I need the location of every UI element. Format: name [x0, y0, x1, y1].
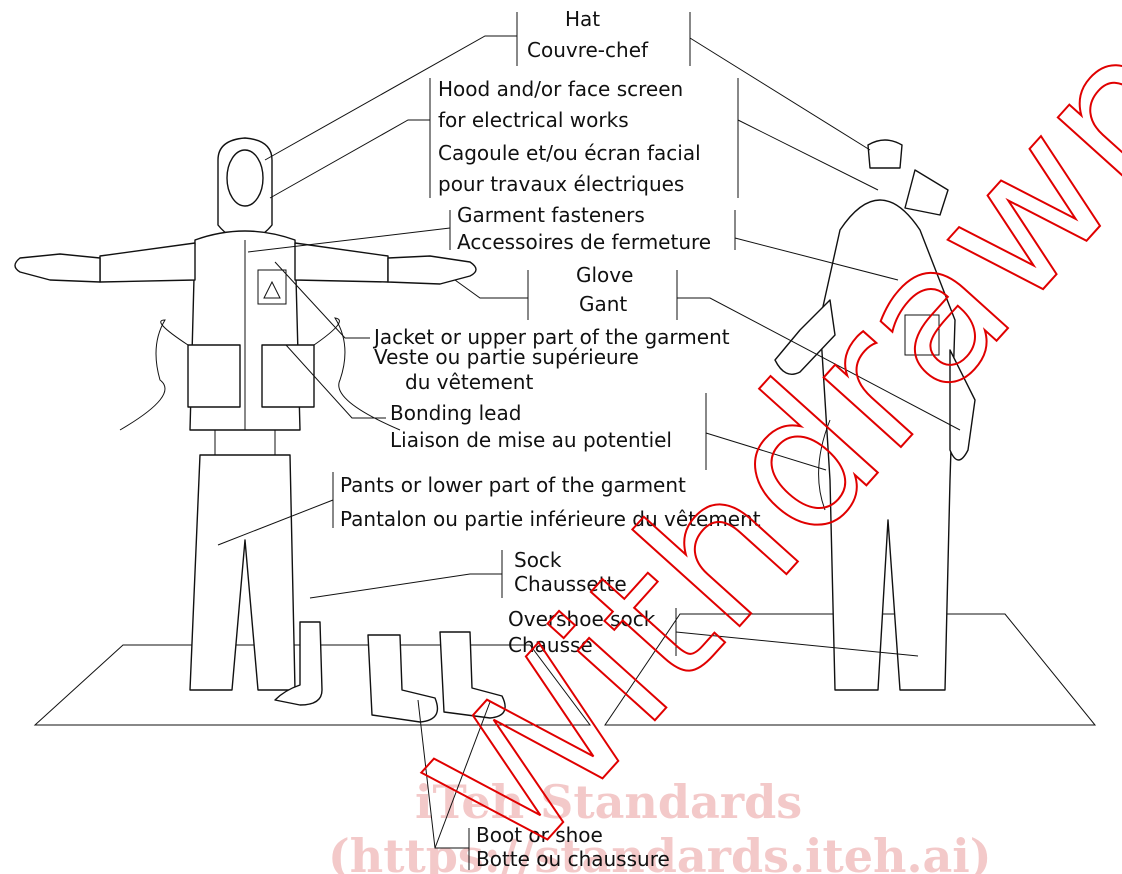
label-hat-en: Hat [565, 7, 600, 31]
label-hood-en-2: for electrical works [438, 108, 629, 132]
label-jacket-fr-1: Veste ou partie supérieure [374, 345, 639, 369]
label-glove-en: Glove [576, 263, 633, 287]
left-pocket [188, 345, 240, 407]
label-bonding-fr: Liaison de mise au potentiel [390, 428, 672, 452]
right-glove [388, 256, 476, 284]
label-fasteners-fr: Accessoires de fermeture [457, 230, 711, 254]
right-pocket [262, 345, 314, 407]
label-hat-fr: Couvre-chef [527, 38, 649, 62]
right-sleeve [295, 243, 388, 282]
trousers [190, 455, 295, 690]
bonding-strap-left [120, 320, 188, 430]
label-fasteners-en: Garment fasteners [457, 203, 645, 227]
left-sleeve [100, 243, 195, 282]
label-hood-en-1: Hood and/or face screen [438, 77, 683, 101]
left-glove [15, 254, 100, 282]
label-hood-fr-2: pour travaux électriques [438, 172, 684, 196]
label-jacket-fr-2: du vêtement [405, 370, 533, 394]
cap [868, 140, 902, 168]
face-screen [227, 150, 263, 206]
label-glove-fr: Gant [579, 292, 627, 316]
label-bonding-en: Bonding lead [390, 401, 521, 425]
label-hood-fr-1: Cagoule et/ou écran facial [438, 141, 701, 165]
